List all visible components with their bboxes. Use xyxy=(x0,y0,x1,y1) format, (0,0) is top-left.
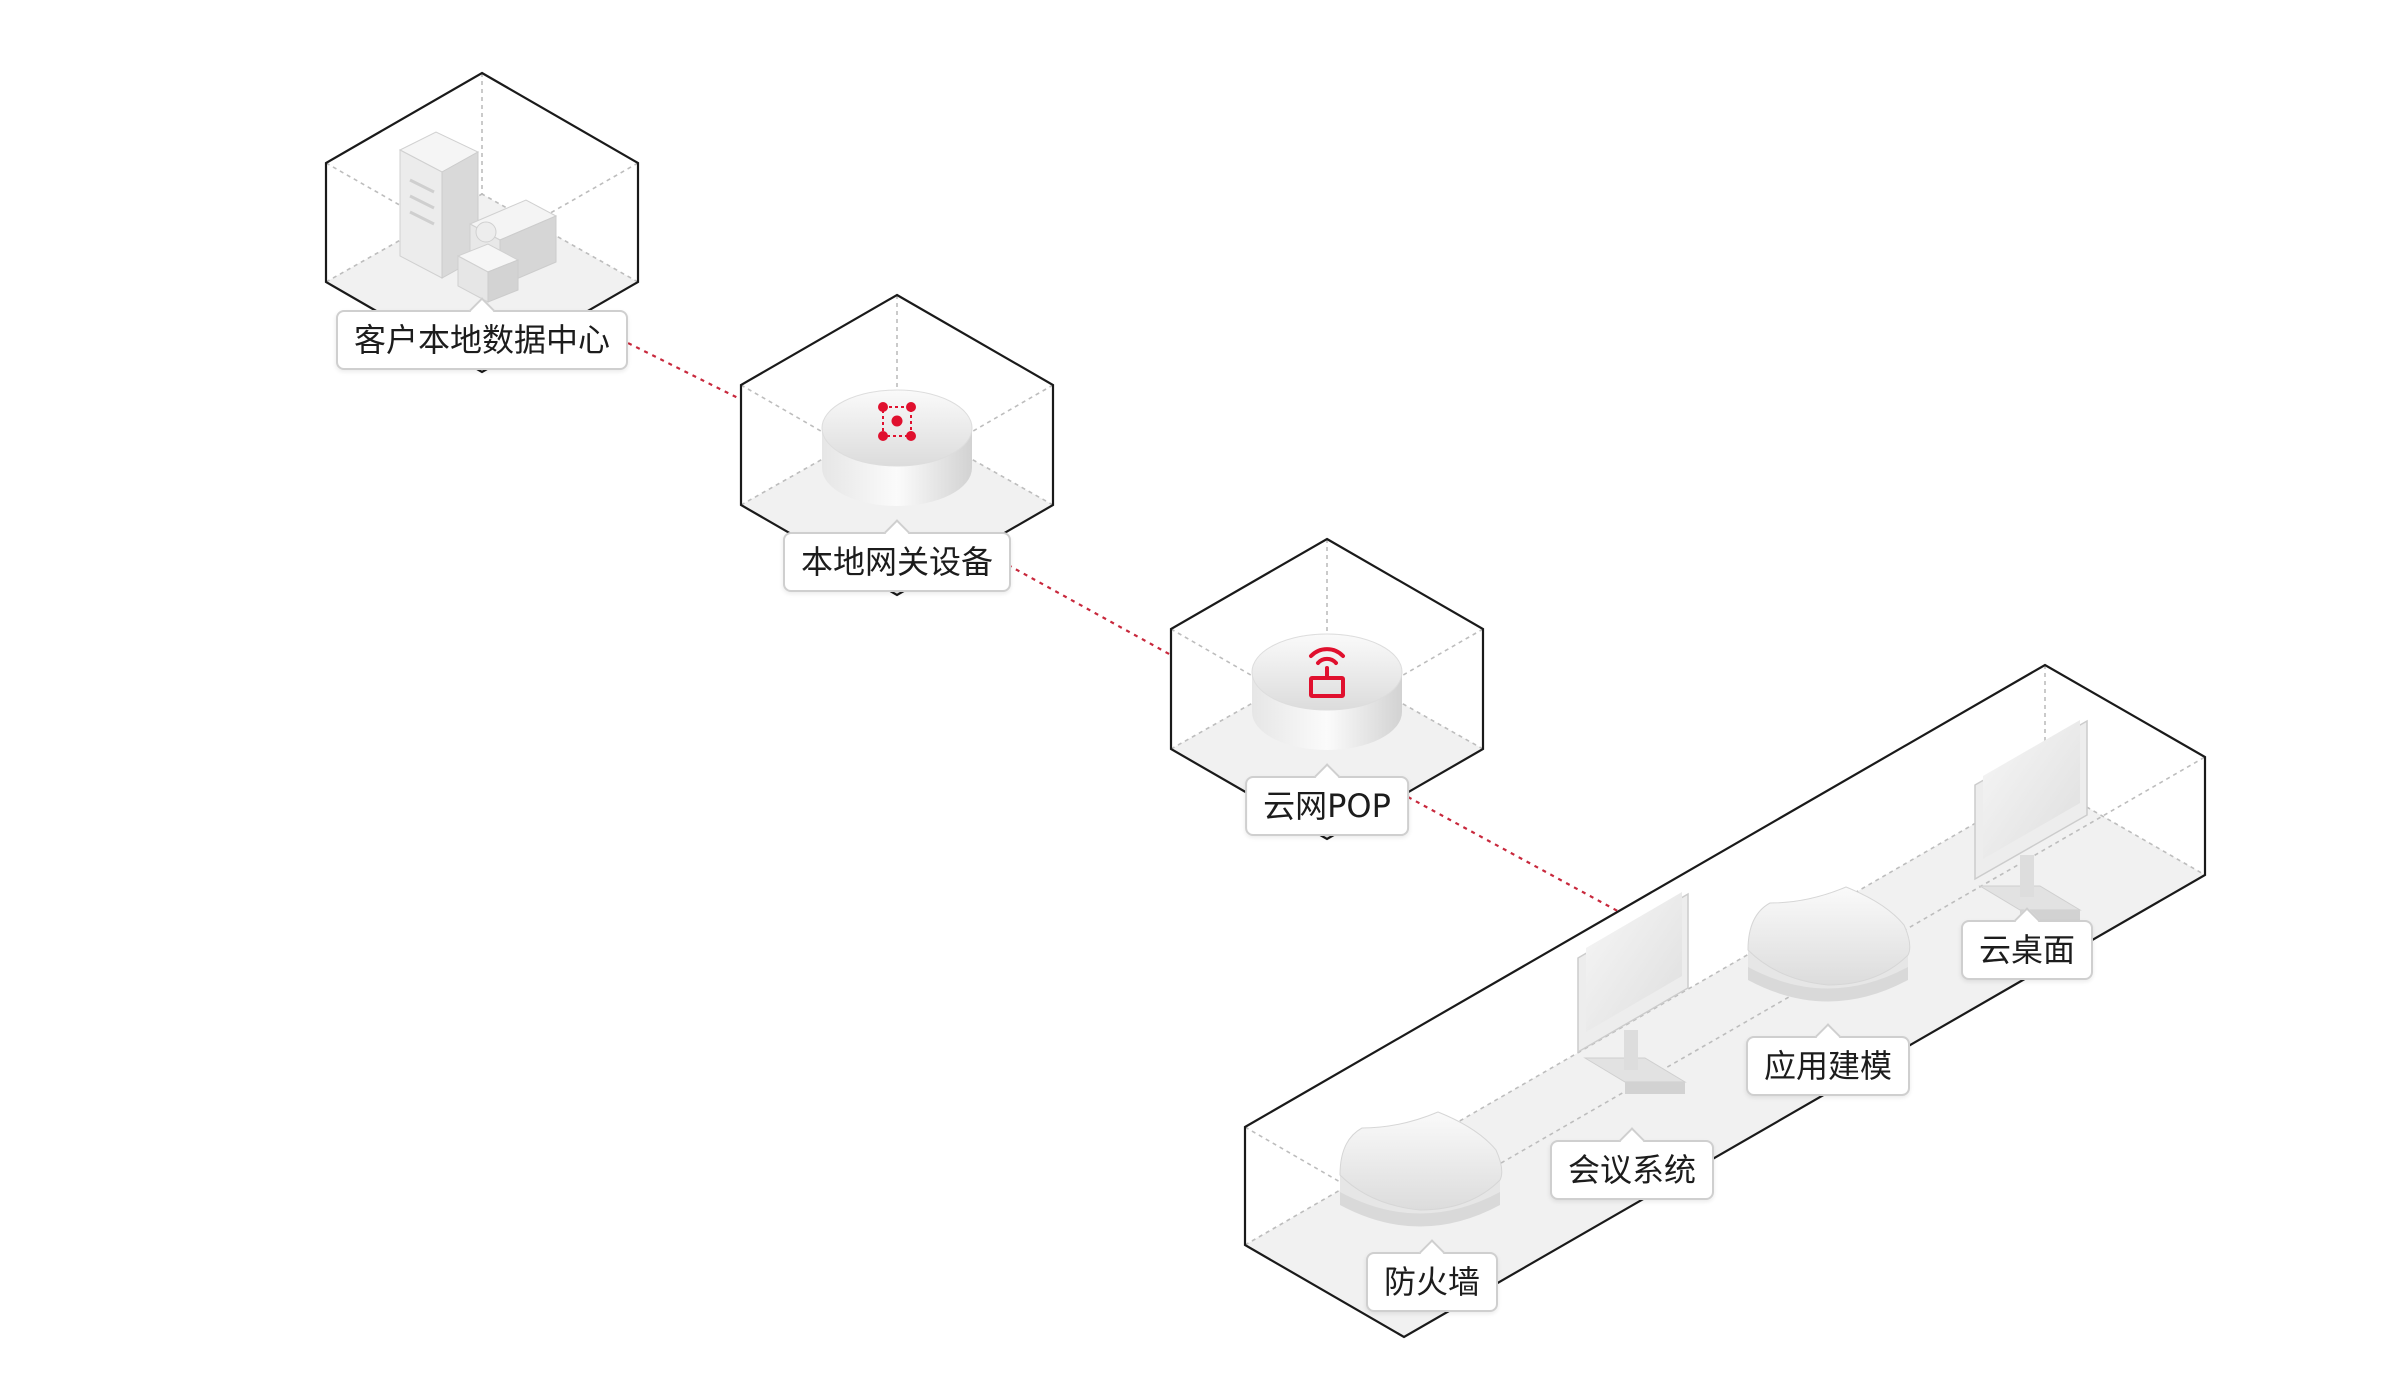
firewall-label: 防火墙 xyxy=(1365,1252,1499,1312)
monitor-icon xyxy=(1577,892,1689,1094)
app-modeling-label: 应用建模 xyxy=(1745,1036,1911,1096)
gateway-label: 本地网关设备 xyxy=(782,532,1012,592)
gateway-icon xyxy=(878,402,916,441)
shield-icon xyxy=(1339,1111,1503,1227)
cloud-desktop-label: 云桌面 xyxy=(1960,920,2094,980)
datacenter-label: 客户本地数据中心 xyxy=(335,310,629,370)
gateway-device xyxy=(821,389,973,506)
app-modeling-device xyxy=(1747,886,1911,1002)
firewall-device xyxy=(1339,1111,1503,1227)
pop-node xyxy=(1169,537,1485,841)
pop-label: 云网POP xyxy=(1245,776,1409,836)
pop-device xyxy=(1251,633,1403,750)
connector-gateway-pop xyxy=(1007,564,1181,661)
monitor-icon xyxy=(1974,719,2088,922)
cloud-desktop-device xyxy=(1974,719,2088,922)
meeting-system-device xyxy=(1577,892,1689,1094)
connector-datacenter-gateway xyxy=(611,334,753,406)
gateway-node xyxy=(739,293,1055,597)
wifi-router-icon xyxy=(1309,647,1345,698)
server-tower-icon xyxy=(398,131,558,303)
connector-pop-cloud xyxy=(1407,796,1626,916)
datacenter-node xyxy=(324,71,640,374)
connector-lines xyxy=(611,334,1626,916)
meeting-system-label: 会议系统 xyxy=(1549,1140,1715,1200)
shield-icon xyxy=(1747,886,1911,1002)
